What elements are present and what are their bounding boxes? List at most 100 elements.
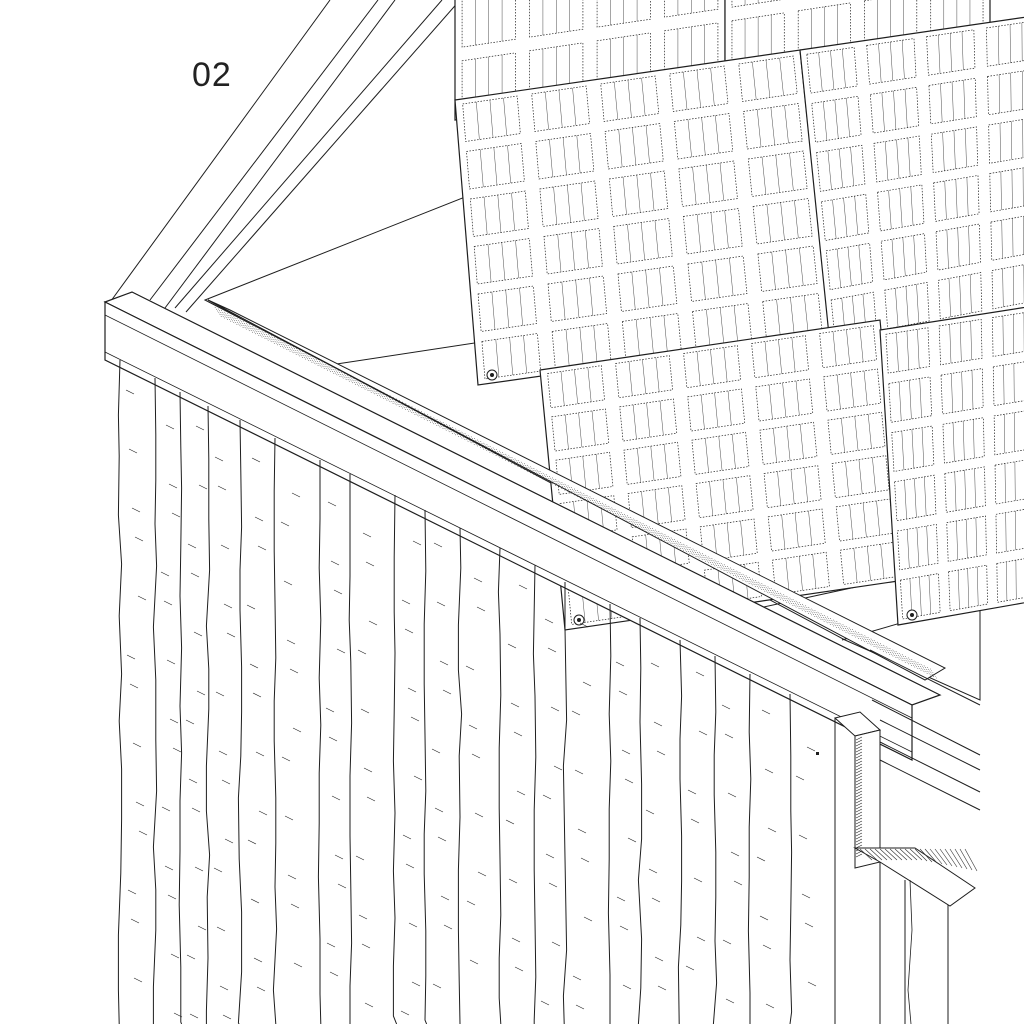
wood-grain — [361, 943, 371, 949]
wood-grain — [574, 769, 584, 775]
cell-finger — [519, 287, 523, 326]
wood-grain — [764, 768, 774, 774]
wood-grain — [334, 854, 344, 860]
section-hatch — [855, 802, 863, 807]
section-hatch — [855, 748, 863, 753]
cell-finger — [723, 347, 728, 382]
cell-finger — [1004, 463, 1006, 503]
cell-finger — [487, 244, 492, 283]
cladding-board — [712, 655, 743, 1024]
wood-grain — [508, 878, 518, 884]
cell-finger — [961, 31, 964, 70]
section-hatch — [855, 790, 863, 795]
wood-grain — [657, 985, 667, 991]
cell-finger — [832, 199, 837, 239]
cell-finger — [913, 235, 917, 275]
wood-grain — [125, 389, 135, 395]
cell-finger — [812, 554, 817, 589]
cell-finger — [705, 438, 709, 473]
cell-finger — [631, 271, 636, 310]
cell-finger — [736, 477, 740, 512]
wood-grain — [687, 789, 697, 795]
cell-finger — [789, 152, 794, 191]
cell-finger — [642, 359, 646, 394]
cell-finger — [727, 390, 732, 426]
wood-grain — [407, 687, 417, 693]
cell-finger — [949, 33, 952, 72]
wood-grain — [518, 584, 528, 590]
cell-finger — [715, 115, 720, 154]
wood-grain — [172, 747, 182, 753]
cell-finger — [668, 487, 672, 522]
section-hatch — [855, 814, 863, 819]
wood-grain — [624, 778, 634, 784]
cell-finger — [582, 456, 587, 491]
cell-finger — [509, 337, 513, 376]
cell-finger — [495, 339, 500, 378]
cell-finger — [715, 259, 720, 298]
wood-grain — [224, 838, 234, 844]
wood-grain — [761, 709, 771, 715]
wood-grain — [364, 1002, 374, 1008]
wood-grain — [336, 648, 346, 654]
fascia-face — [104, 301, 913, 761]
cell-finger — [575, 279, 580, 318]
section-hatch — [855, 751, 863, 756]
cladding-board — [348, 474, 378, 1024]
wood-grain — [544, 618, 554, 624]
gutter-channel — [207, 299, 947, 681]
cell-finger — [885, 141, 889, 181]
wood-grain — [547, 647, 557, 653]
cell-finger — [974, 468, 976, 508]
wood-grain — [284, 815, 294, 821]
cell-finger — [706, 309, 711, 348]
cell-finger — [942, 132, 945, 171]
sill-hatch — [949, 848, 963, 869]
cell-finger — [969, 274, 972, 313]
wood-grain — [251, 457, 261, 463]
cell-finger — [998, 26, 1000, 65]
pv-cell — [888, 376, 933, 423]
pv-cell — [930, 0, 984, 43]
wood-grain — [131, 507, 141, 513]
cell-finger — [846, 329, 850, 364]
pv-cell — [664, 0, 719, 18]
cell-finger — [649, 317, 654, 356]
cell-finger — [650, 172, 655, 211]
pv-cell — [763, 465, 822, 509]
pv-cell — [539, 180, 599, 227]
sill-hatch — [874, 848, 888, 861]
pv-cell — [462, 95, 521, 142]
cell-finger — [893, 90, 897, 130]
board-edge — [789, 693, 793, 1024]
cell-finger — [800, 424, 804, 459]
pv-cell — [831, 455, 890, 499]
pv-cell — [608, 170, 669, 217]
wood-grain — [619, 925, 629, 931]
cladding-board — [117, 359, 148, 1024]
board-edge — [152, 377, 158, 1024]
section-hatch — [855, 805, 863, 810]
sill-hatch — [959, 848, 973, 871]
wood-grain — [473, 577, 483, 583]
pv-cell — [992, 312, 1024, 357]
cell-finger — [949, 324, 952, 364]
wood-grain — [214, 456, 224, 462]
cell-finger — [926, 526, 929, 565]
wood-grain — [337, 883, 347, 889]
wood-grain — [329, 971, 339, 977]
cell-finger — [963, 80, 966, 119]
wood-grain — [795, 775, 805, 781]
pv-cell — [551, 408, 610, 452]
cell-finger — [910, 186, 914, 226]
cell-finger — [768, 384, 773, 420]
cell-finger — [843, 197, 848, 237]
cell-finger — [720, 307, 725, 346]
cell-finger — [823, 101, 828, 141]
cell-finger — [906, 330, 910, 370]
wood-grain — [413, 775, 423, 781]
wood-grain — [582, 681, 592, 687]
cell-finger — [1001, 220, 1003, 259]
wood-grain — [213, 867, 223, 873]
wood-grain — [169, 718, 179, 724]
